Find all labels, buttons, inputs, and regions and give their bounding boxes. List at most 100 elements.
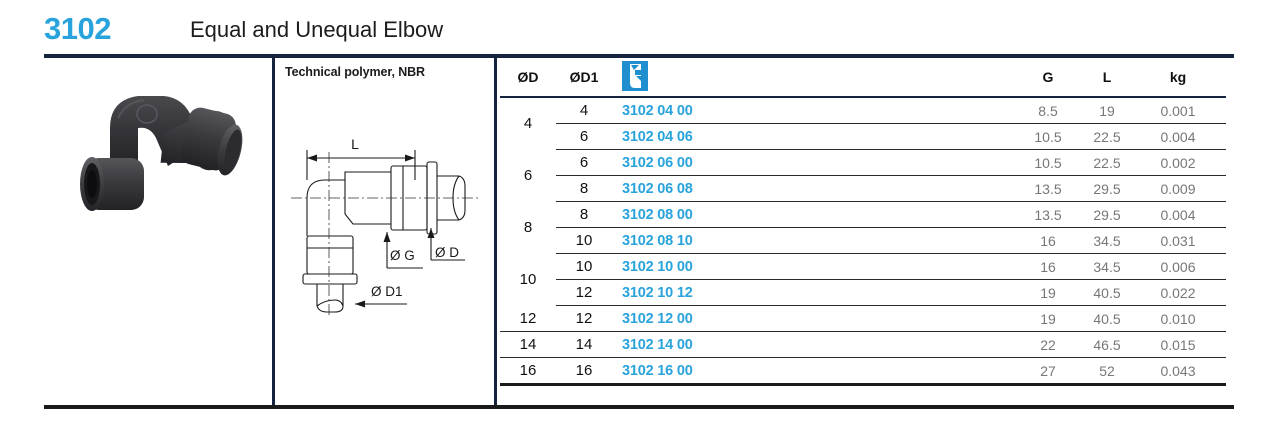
table-row[interactable]: 4 4 3102 04 00 8.5 19 0.001	[500, 97, 1226, 132]
table-row[interactable]: 16 16 3102 16 00 27 52 0.043	[500, 357, 1226, 386]
cell-code[interactable]: 3102 04 06	[612, 123, 1018, 150]
cell-code[interactable]: 3102 16 00	[612, 357, 1018, 386]
cell-g: 8.5	[1018, 97, 1078, 124]
cell-od1: 6	[556, 149, 612, 176]
cell-l: 52	[1078, 357, 1136, 386]
panel-divider-right	[494, 56, 497, 408]
cell-code[interactable]: 3102 10 12	[612, 279, 1018, 306]
cell-g: 10.5	[1018, 123, 1078, 150]
cell-od: 8	[523, 219, 533, 236]
cell-code[interactable]: 3102 08 00	[612, 201, 1018, 228]
cell-g: 13.5	[1018, 201, 1078, 228]
cell-g: 10.5	[1018, 149, 1078, 176]
table-row[interactable]: 12 3102 10 12 19 40.5 0.022	[500, 279, 1226, 306]
cell-code[interactable]: 3102 14 00	[612, 331, 1018, 358]
cell-kg: 0.010	[1136, 305, 1226, 332]
table-row[interactable]: 8 3102 06 08 13.5 29.5 0.009	[500, 175, 1226, 202]
specification-table: ØD ØD1 G L kg	[500, 58, 1226, 386]
cell-od1: 8	[556, 201, 612, 228]
cell-od: 6	[523, 167, 533, 184]
cell-code[interactable]: 3102 06 00	[612, 149, 1018, 176]
table-body: 4 4 3102 04 00 8.5 19 0.001 6 3102 04 06…	[500, 97, 1226, 386]
cell-g: 19	[1018, 279, 1078, 306]
cell-kg: 0.043	[1136, 357, 1226, 386]
cell-code[interactable]: 3102 10 00	[612, 253, 1018, 280]
elbow-fitting-cad-drawing-icon: L Ø G	[291, 136, 479, 318]
table-row[interactable]: 14 14 3102 14 00 22 46.5 0.015	[500, 331, 1226, 358]
cell-kg: 0.002	[1136, 149, 1226, 176]
specification-table-panel: ØD ØD1 G L kg	[500, 58, 1234, 386]
material-specification: Technical polymer, NBR	[285, 65, 425, 79]
cell-od1: 6	[556, 123, 612, 150]
elbow-fitting-photo-icon	[80, 96, 243, 211]
cell-g: 19	[1018, 305, 1078, 332]
cell-od1: 4	[556, 97, 612, 124]
product-code-icon	[622, 60, 648, 94]
column-header-kg: kg	[1136, 58, 1226, 98]
cell-kg: 0.004	[1136, 123, 1226, 150]
table-row[interactable]: 12 12 3102 12 00 19 40.5 0.010	[500, 305, 1226, 332]
cell-kg: 0.015	[1136, 331, 1226, 358]
column-header-code	[612, 58, 1018, 98]
cell-g: 13.5	[1018, 175, 1078, 202]
cell-kg: 0.022	[1136, 279, 1226, 306]
cell-od1: 10	[556, 253, 612, 280]
page-title: Equal and Unequal Elbow	[190, 17, 444, 42]
table-row[interactable]: 10 10 3102 10 00 16 34.5 0.006	[500, 253, 1226, 288]
cell-od1: 14	[556, 331, 612, 358]
cell-l: 34.5	[1078, 253, 1136, 280]
cell-od: 14	[500, 331, 556, 358]
svg-text:Ø D: Ø D	[435, 245, 459, 260]
cell-g: 27	[1018, 357, 1078, 386]
cell-kg: 0.004	[1136, 201, 1226, 228]
cell-od: 16	[500, 357, 556, 386]
table-row[interactable]: 10 3102 08 10 16 34.5 0.031	[500, 227, 1226, 254]
cell-od1: 12	[556, 279, 612, 306]
product-photo-panel	[44, 58, 270, 403]
column-header-od: ØD	[500, 58, 556, 98]
column-header-l: L	[1078, 58, 1136, 98]
cell-kg: 0.001	[1136, 97, 1226, 124]
technical-drawing-panel: Technical polymer, NBR L	[277, 58, 492, 403]
table-header-row: ØD ØD1 G L kg	[500, 58, 1226, 98]
footer-divider-rule	[44, 405, 1234, 409]
cell-l: 34.5	[1078, 227, 1136, 254]
cell-kg: 0.006	[1136, 253, 1226, 280]
table-row[interactable]: 6 6 3102 06 00 10.5 22.5 0.002	[500, 149, 1226, 184]
cell-l: 29.5	[1078, 201, 1136, 228]
cell-g: 22	[1018, 331, 1078, 358]
product-family-code: 3102	[44, 11, 111, 46]
cell-code[interactable]: 3102 06 08	[612, 175, 1018, 202]
cell-l: 40.5	[1078, 279, 1136, 306]
cell-g: 16	[1018, 227, 1078, 254]
svg-text:Ø G: Ø G	[390, 248, 415, 263]
panel-divider-left	[272, 56, 275, 408]
svg-text:L: L	[351, 136, 359, 152]
cell-code[interactable]: 3102 04 00	[612, 97, 1018, 124]
cell-kg: 0.031	[1136, 227, 1226, 254]
cell-l: 22.5	[1078, 123, 1136, 150]
table-row[interactable]: 8 8 3102 08 00 13.5 29.5 0.004	[500, 201, 1226, 236]
table-row[interactable]: 6 3102 04 06 10.5 22.5 0.004	[500, 123, 1226, 150]
cell-l: 19	[1078, 97, 1136, 124]
cell-l: 46.5	[1078, 331, 1136, 358]
column-header-od1: ØD1	[556, 58, 612, 98]
page-header: 3102 Equal and Unequal Elbow	[0, 0, 1262, 52]
cell-code[interactable]: 3102 08 10	[612, 227, 1018, 254]
cell-od1: 12	[556, 305, 612, 332]
cell-od1: 16	[556, 357, 612, 386]
svg-text:Ø D1: Ø D1	[371, 284, 403, 299]
cell-od: 10	[519, 271, 537, 288]
column-header-g: G	[1018, 58, 1078, 98]
cell-od1: 10	[556, 227, 612, 254]
cell-l: 29.5	[1078, 175, 1136, 202]
cell-l: 40.5	[1078, 305, 1136, 332]
cell-kg: 0.009	[1136, 175, 1226, 202]
cell-g: 16	[1018, 253, 1078, 280]
cell-code[interactable]: 3102 12 00	[612, 305, 1018, 332]
cell-od1: 8	[556, 175, 612, 202]
cell-l: 22.5	[1078, 149, 1136, 176]
cell-od: 12	[500, 305, 556, 332]
cell-od: 4	[523, 115, 533, 133]
header-divider-rule	[44, 54, 1234, 58]
